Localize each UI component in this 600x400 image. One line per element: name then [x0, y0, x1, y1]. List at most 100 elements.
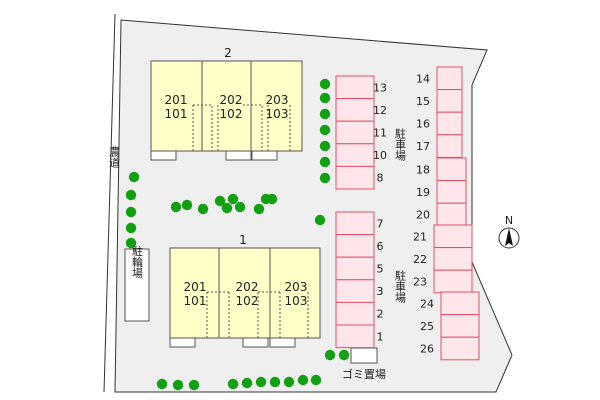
parking-stall [436, 134, 463, 158]
tree-icon [269, 376, 281, 388]
parking-stall-number: 2 [377, 308, 384, 321]
tree-icon [188, 379, 200, 391]
tree-icon [319, 92, 331, 104]
parking-stall [436, 66, 463, 91]
farm-road-edge-left [103, 13, 116, 393]
tree-icon [172, 379, 184, 391]
parking-stall [335, 256, 375, 281]
unit-label: 202 [220, 93, 243, 107]
unit-label: 202 [236, 280, 259, 294]
parking-stall-number: 22 [413, 253, 427, 266]
parking-stall [335, 234, 375, 258]
tree-icon [125, 222, 137, 234]
parking-stall [335, 120, 375, 145]
tree-icon [255, 376, 267, 388]
unit-label: 101 [184, 294, 207, 308]
parking-stall-number: 25 [420, 320, 434, 333]
tree-icon [297, 374, 309, 386]
tree-icon [227, 193, 239, 205]
tree-icon [319, 140, 331, 152]
parking-stall [436, 89, 463, 113]
tree-icon [156, 378, 168, 390]
tree-icon [227, 378, 239, 390]
tree-icon [197, 203, 209, 215]
unit-label: 203 [266, 93, 289, 107]
tree-icon [266, 193, 278, 205]
parking-stall [335, 301, 375, 326]
unit-label: 201 [165, 93, 188, 107]
parking-stall-number: 10 [373, 149, 387, 162]
tree-icon [319, 108, 331, 120]
parking-label-lower: 駐車場 [394, 269, 407, 304]
tree-icon [319, 78, 331, 90]
parking-stall-number: 7 [377, 217, 384, 230]
parking-stall-number: 8 [377, 172, 384, 185]
parking-stall [436, 111, 463, 136]
tree-icon [170, 201, 182, 213]
garbage-area [350, 347, 378, 364]
parking-stall [335, 211, 375, 236]
tree-icon [241, 377, 253, 389]
unit-label: 101 [165, 107, 188, 121]
unit-label: 103 [285, 294, 308, 308]
north-label: N [505, 214, 513, 227]
tree-icon [125, 206, 137, 218]
parking-stall-number: 11 [373, 127, 387, 140]
tree-icon [338, 349, 350, 361]
parking-stall-number: 21 [413, 230, 427, 243]
parking-stall-number: 14 [416, 72, 430, 85]
parking-stall-number: 15 [416, 95, 430, 108]
parking-stall [440, 314, 480, 338]
parking-stall [433, 247, 473, 271]
parking-stall-number: 23 [413, 276, 427, 289]
parking-stall-number: 13 [373, 81, 387, 94]
parking-layer: 1312111087653211415161718192021222324252… [335, 66, 480, 361]
parking-stall-number: 17 [416, 140, 430, 153]
tree-icon [310, 374, 322, 386]
parking-label-upper: 駐車場 [394, 127, 407, 162]
building-2 [150, 60, 303, 161]
parking-stall-number: 3 [377, 285, 384, 298]
tree-icon [125, 237, 137, 249]
parking-stall [440, 291, 480, 316]
tree-icon [253, 203, 265, 215]
parking-stall [335, 75, 375, 100]
building-1-name: 1 [239, 233, 247, 247]
tree-icon [319, 156, 331, 168]
tree-icon [319, 124, 331, 136]
tree-icon [314, 214, 326, 226]
parking-stall [436, 202, 467, 227]
parking-stall-number: 24 [420, 297, 434, 310]
parking-stall-number: 1 [377, 330, 384, 343]
tree-layer [125, 78, 350, 391]
parking-stall [436, 180, 467, 204]
unit-label: 102 [220, 107, 243, 121]
tree-icon [221, 202, 233, 214]
parking-stall [335, 98, 375, 122]
parking-stall [433, 269, 473, 294]
tree-icon [125, 189, 137, 201]
parking-stall-number: 6 [377, 240, 384, 253]
bicycle-parking [124, 248, 150, 322]
tree-icon [181, 199, 193, 211]
tree-icon [283, 376, 295, 388]
building-2-name: 2 [224, 46, 232, 60]
north-arrow-icon [498, 227, 520, 249]
parking-stall [433, 224, 473, 249]
unit-label: 201 [184, 280, 207, 294]
tree-icon [234, 201, 246, 213]
unit-label: 102 [236, 294, 259, 308]
parking-stall-number: 5 [377, 263, 384, 276]
tree-icon [319, 172, 331, 184]
unit-label: 203 [285, 280, 308, 294]
parking-stall-number: 12 [373, 104, 387, 117]
parking-stall [335, 324, 375, 349]
parking-stall [440, 336, 480, 361]
tree-icon [214, 195, 226, 207]
tree-icon [324, 349, 336, 361]
parking-stall-number: 26 [420, 343, 434, 356]
parking-stall-number: 20 [416, 209, 430, 222]
garbage-label: ゴミ置場 [342, 367, 386, 381]
unit-label: 103 [266, 107, 289, 121]
